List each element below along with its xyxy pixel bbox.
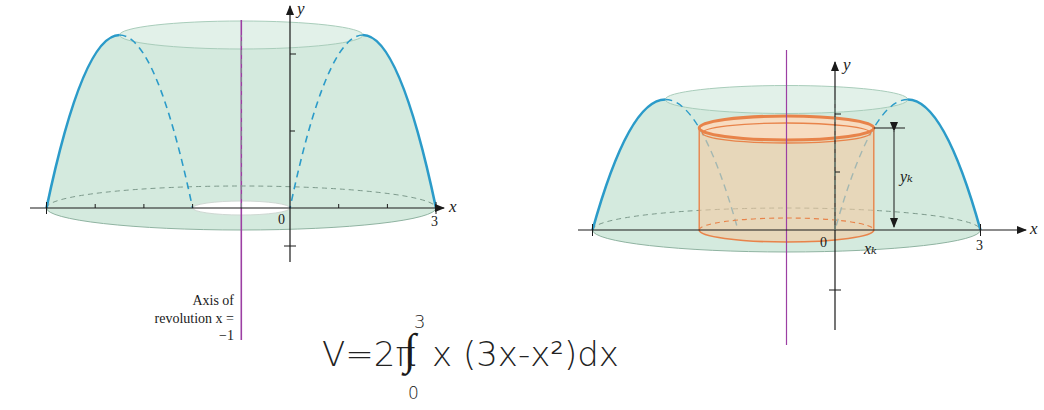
integral-lower-limit: 0	[408, 384, 419, 403]
handwritten-formula: V=2π	[322, 336, 416, 373]
dimension-label: yₖ	[900, 168, 913, 186]
origin-label: 0	[820, 235, 827, 250]
origin-label: 0	[278, 212, 285, 227]
tick-value: 3	[431, 214, 438, 229]
tick-value: 3	[976, 238, 983, 253]
left-solid	[30, 6, 444, 340]
axis-label: y	[843, 56, 851, 75]
dimension-label: xₖ	[864, 240, 877, 258]
handwritten-formula: x (3x-x²)dx	[432, 336, 619, 373]
axis-of-revolution-note: Axis of revolution x = −1	[150, 292, 234, 345]
axis-label: x	[1030, 220, 1038, 239]
right-solid-with-shell	[578, 50, 1026, 345]
axis-label: x	[449, 198, 457, 217]
integral-sign: ∫	[404, 326, 416, 374]
axis-label: y	[297, 0, 305, 19]
